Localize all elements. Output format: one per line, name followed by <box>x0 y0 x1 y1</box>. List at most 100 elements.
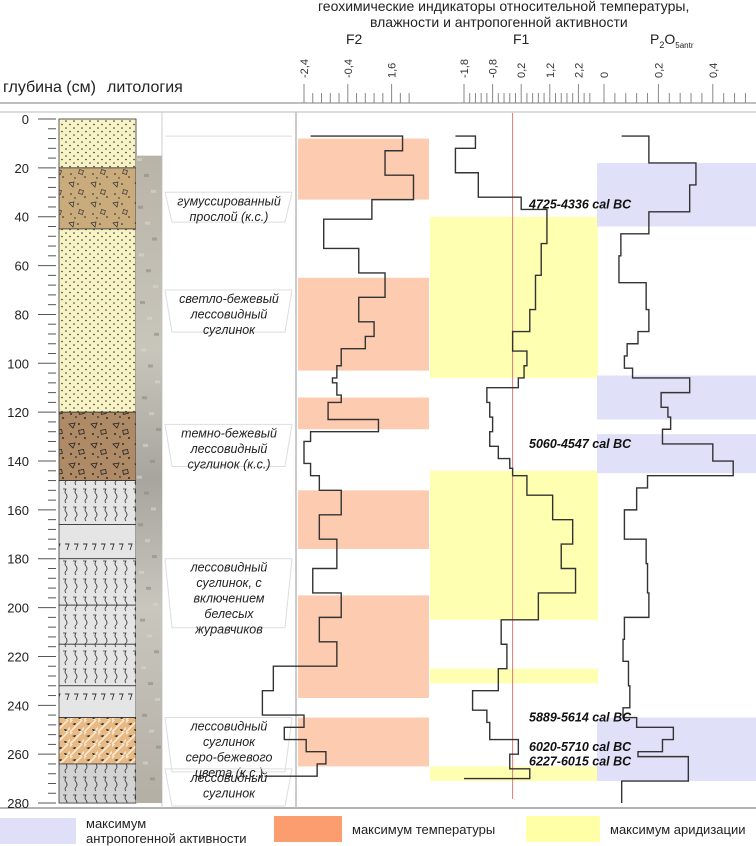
lithology-layer-grey-wavy <box>58 604 137 645</box>
depth-tick-label: 160 <box>7 503 29 518</box>
profile-photo <box>136 155 162 804</box>
description-line: суглинок (к.с.) <box>187 457 270 471</box>
photo-texture <box>137 158 142 162</box>
photo-texture <box>140 618 145 622</box>
photo-texture <box>154 332 159 336</box>
photo-texture <box>153 602 158 606</box>
description-line: серо-бежевого <box>186 751 273 765</box>
photo-texture <box>138 523 143 527</box>
description-bracket <box>164 717 293 773</box>
lithology-layer-loess-dotted <box>58 228 137 413</box>
description-line: темно-бежевый <box>181 426 277 440</box>
photo-texture <box>150 459 155 463</box>
dating-label: 4725-4336 cal BC <box>528 198 632 212</box>
depth-tick-label: 0 <box>22 112 29 127</box>
curve-f2 <box>261 135 415 777</box>
depth-tick-label: 260 <box>7 747 29 762</box>
p2o5-label: P2O5antr <box>650 31 693 50</box>
photo-texture <box>143 443 148 447</box>
description-line: лессовидный <box>190 561 268 575</box>
description-line: суглинок <box>203 323 256 337</box>
depth-tick-label: 20 <box>15 161 29 176</box>
depth-tick-label: 220 <box>7 649 29 664</box>
description-bracket <box>164 423 293 467</box>
band-temperature <box>298 397 429 430</box>
curve-p2o5antr <box>618 135 734 804</box>
photo-texture <box>146 269 151 273</box>
lithology-label: литология <box>107 79 183 96</box>
band-anthropogenic <box>597 717 756 782</box>
photo-texture <box>149 729 154 733</box>
photo-texture <box>142 713 147 717</box>
photo-texture <box>144 173 149 177</box>
depth-tick-label: 80 <box>15 307 29 322</box>
description-line: лессовидный <box>190 308 268 322</box>
legend-label-anthropogenic: максимум антропогенной активности <box>86 816 247 846</box>
legend-anthro-line1: максимум <box>86 816 147 831</box>
depth-tick-label: 40 <box>15 210 29 225</box>
description-line: цвета (к.с.) <box>195 766 263 780</box>
lithology-layer-loess-dotted <box>58 118 137 169</box>
photo-texture <box>139 570 144 574</box>
description-line: прослой (к.с.) <box>190 210 269 224</box>
chart-title-line1: геохимические индикаторы относительной т… <box>318 0 690 14</box>
photo-texture <box>145 221 150 225</box>
description-line: журавчиков <box>194 623 263 637</box>
dating-label: 5889-5614 cal BC <box>529 711 632 725</box>
photo-texture <box>154 650 159 654</box>
description-bracket <box>164 191 293 223</box>
photo-texture <box>151 189 156 193</box>
lithology-layer-grey-sevens <box>58 524 137 560</box>
description-line: суглинок <box>203 786 256 800</box>
band-temperature <box>298 717 429 767</box>
description-line: лессовидный <box>190 771 268 785</box>
band-aridization <box>430 470 598 620</box>
lithology-layer-grey-sevens <box>58 685 137 718</box>
band-temperature <box>298 595 429 698</box>
photo-texture <box>153 285 158 289</box>
axis-tick-label: 1,2 <box>545 63 557 78</box>
curves <box>261 112 734 804</box>
legend-swatch-anthropogenic <box>0 818 76 844</box>
depth-tick-label: 120 <box>7 405 29 420</box>
legend-swatch-aridization <box>526 816 600 842</box>
legend-label-temperature: максимум температуры <box>352 821 496 837</box>
dating-label: 6020-5710 cal BC <box>529 740 632 754</box>
legend-temperature: максимум температуры <box>274 816 495 842</box>
axis-tick-label: 1,6 <box>387 63 399 78</box>
photo-texture <box>146 586 151 590</box>
photo-texture <box>144 491 149 495</box>
axis-tick-label: -0,4 <box>343 59 355 78</box>
depth-tick-label: 280 <box>7 796 29 811</box>
lithology-layer-hatched-flecks <box>58 717 137 765</box>
photo-texture <box>140 301 145 305</box>
photo-texture <box>152 555 157 559</box>
legend-label-aridization: максимум аридизации <box>610 821 746 837</box>
axis-tick-label: 0,2 <box>516 63 528 78</box>
description-line: белесых <box>204 607 254 621</box>
photo-texture <box>149 412 154 416</box>
axis-tick-label: 0,2 <box>653 63 665 78</box>
photo-texture <box>155 697 160 701</box>
description-line: включением <box>194 592 265 606</box>
photo-texture <box>139 253 144 257</box>
photo-texture <box>141 348 146 352</box>
description-bracket <box>164 768 293 807</box>
p2o5-label-sub1: 2 <box>659 39 665 50</box>
depth-tick-label: 240 <box>7 698 29 713</box>
depth-tick-label: 60 <box>15 259 29 274</box>
band-temperature <box>298 490 429 549</box>
f1-label: F1 <box>513 31 530 47</box>
chart-title-line2: влажности и антропогенной активности <box>370 14 628 30</box>
highlight-bands <box>298 138 756 782</box>
photo-texture <box>151 507 156 511</box>
legend-anthro-line2: антропогенной активности <box>86 831 247 846</box>
photo-texture <box>138 205 143 209</box>
lithology-layer-humus-clasts <box>58 167 137 230</box>
photo-texture <box>147 316 152 320</box>
axis-tick-label: -2,4 <box>299 59 311 78</box>
legend-swatch-temperature <box>274 816 342 842</box>
